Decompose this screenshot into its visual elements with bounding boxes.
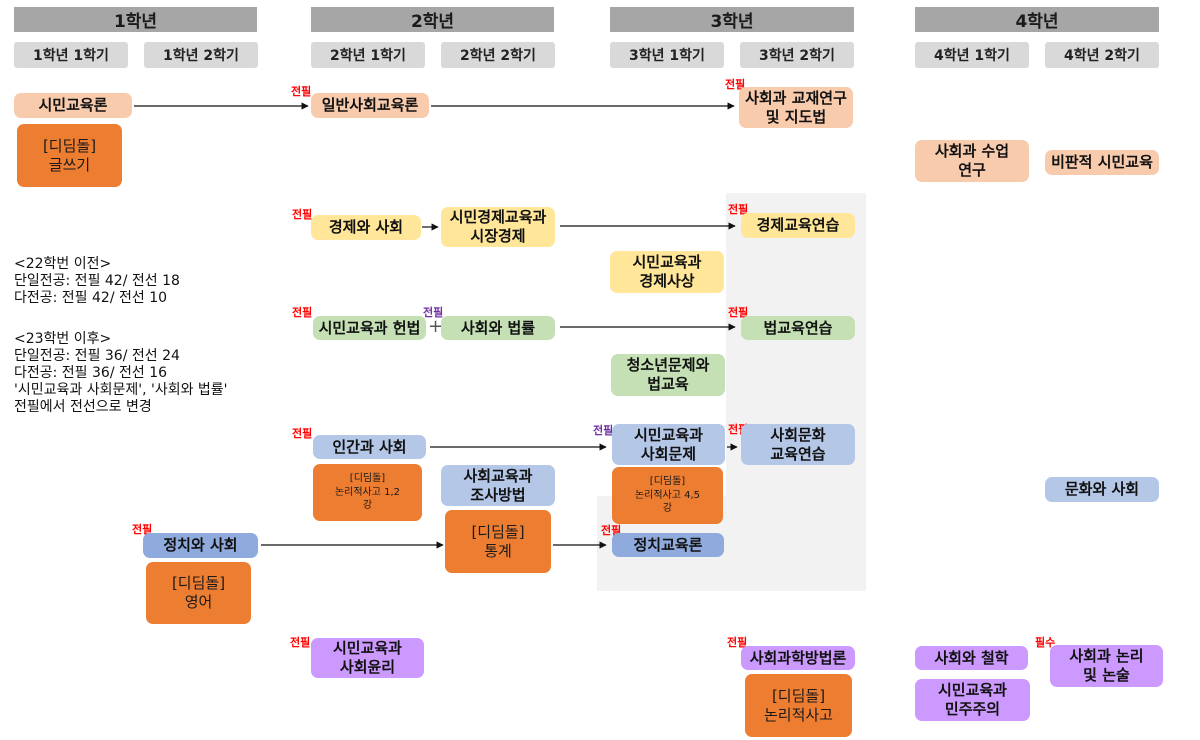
semester-header-4-2: 4학년 2학기 (1045, 42, 1159, 68)
course-political-education-theory: 정치교육론 (612, 533, 724, 557)
year-header-3: 3학년 (610, 7, 854, 32)
tag-jeonpil-c3: 전필 (291, 85, 312, 98)
tag-jeonpil-c22: 전필 (132, 523, 153, 536)
course-civic-education-democracy: 시민교육과 민주주의 (915, 679, 1030, 721)
note-before-22-line1: 단일전공: 전필 42/ 전선 18 (14, 273, 180, 289)
course-civic-economic-education-market: 시민경제교육과 시장경제 (441, 207, 555, 247)
tag-jeonpil-c9: 전필 (728, 203, 749, 216)
tag-jeonpil-c15: 전필 (292, 427, 313, 440)
tag-required-c31: 필수 (1035, 636, 1056, 649)
semester-header-4-1: 4학년 1학기 (915, 42, 1029, 68)
tag-jeonpil-c7: 전필 (292, 208, 313, 221)
tag-jeonpil-c27: 전필 (727, 636, 748, 649)
tag-jeonpil-c4: 전필 (725, 78, 746, 91)
note-after-23: <23학번 이후> 단일전공: 전필 36/ 전선 24 다전공: 전필 36/… (14, 331, 228, 416)
year-header-2: 2학년 (311, 7, 554, 32)
year-header-4: 4학년 (915, 7, 1159, 32)
note-before-22-line2: 다전공: 전필 42/ 전선 10 (14, 290, 168, 306)
course-civic-education-constitution: 시민교육과 헌법 (313, 316, 426, 340)
course-politics-and-society: 정치와 사회 (143, 533, 258, 558)
course-general-social-education-theory: 일반사회교육론 (311, 93, 429, 118)
plus-sign: + (428, 316, 444, 337)
semester-header-3-2: 3학년 2학기 (740, 42, 854, 68)
course-social-culture-education-practice: 사회문화 교육연습 (741, 424, 855, 465)
course-law-education-practice: 법교육연습 (741, 316, 855, 340)
year-header-1: 1학년 (14, 7, 257, 32)
note-after-23-line4: 전필에서 전선으로 변경 (14, 399, 152, 415)
tag-jeonpil-c11: 전필 (292, 306, 313, 319)
note-before-22-title: <22학번 이전> (14, 256, 112, 272)
course-civic-education-social-problems: 시민교육과 사회문제 (612, 424, 725, 465)
course-social-logic-and-essay: 사회과 논리 및 논술 (1050, 645, 1163, 687)
course-youth-problems-law-education: 청소년문제와 법교육 (611, 354, 725, 396)
tag-jeonpil-c13: 전필 (728, 306, 749, 319)
course-stepping-stone-statistics: [디딤돌] 통계 (445, 510, 551, 573)
note-before-22: <22학번 이전> 단일전공: 전필 42/ 전선 18 다전공: 전필 42/… (14, 256, 180, 307)
course-society-and-law: 사회와 법률 (441, 316, 555, 340)
tag-jeonpil-c26: 전필 (290, 636, 311, 649)
course-critical-civic-education: 비판적 시민교육 (1045, 150, 1159, 175)
semester-header-1-2: 1학년 2학기 (144, 42, 258, 68)
course-civic-education-social-ethics: 시민교육과 사회윤리 (311, 638, 424, 678)
tag-jeonpil-c18: 전필 (593, 424, 614, 437)
course-social-science-methodology: 사회과학방법론 (741, 646, 855, 670)
course-stepping-stone-english: [디딤돌] 영어 (146, 562, 251, 624)
semester-header-1-1: 1학년 1학기 (14, 42, 128, 68)
course-society-and-philosophy: 사회와 철학 (915, 646, 1028, 670)
note-after-23-title: <23학번 이후> (14, 331, 112, 347)
course-stepping-stone-writing: [디딤돌] 글쓰기 (17, 124, 122, 187)
semester-header-3-1: 3학년 1학기 (610, 42, 724, 68)
course-civic-education-economic-thought: 시민교육과 경제사상 (610, 251, 724, 293)
course-stepping-stone-logic-1-2: [디딤돌] 논리적사고 1,2 강 (313, 464, 422, 521)
course-human-and-society: 인간과 사회 (313, 435, 426, 459)
course-economic-education-practice: 경제교육연습 (741, 213, 855, 238)
semester-header-2-1: 2학년 1학기 (311, 42, 425, 68)
note-after-23-line2: 다전공: 전필 36/ 전선 16 (14, 365, 168, 381)
semester-header-2-2: 2학년 2학기 (441, 42, 555, 68)
course-stepping-stone-logic-4-5: [디딤돌] 논리적사고 4,5 강 (612, 467, 723, 524)
shaded-region-3rd-year (726, 193, 866, 591)
note-after-23-line3: '시민교육과 사회문제', '사회와 법률' (14, 382, 228, 398)
course-social-textbook-research: 사회과 교재연구 및 지도법 (739, 87, 853, 128)
course-civic-education-theory: 시민교육론 (14, 93, 132, 118)
course-social-education-research-methods: 사회교육과 조사방법 (441, 465, 555, 506)
course-social-class-research: 사회과 수업 연구 (915, 140, 1029, 182)
course-stepping-stone-logical-thinking: [디딤돌] 논리적사고 (745, 674, 852, 737)
course-culture-and-society: 문화와 사회 (1045, 477, 1159, 502)
tag-jeonpil-c12: 전필 (423, 306, 444, 319)
note-after-23-line1: 단일전공: 전필 36/ 전선 24 (14, 348, 180, 364)
course-economy-and-society: 경제와 사회 (311, 215, 421, 240)
